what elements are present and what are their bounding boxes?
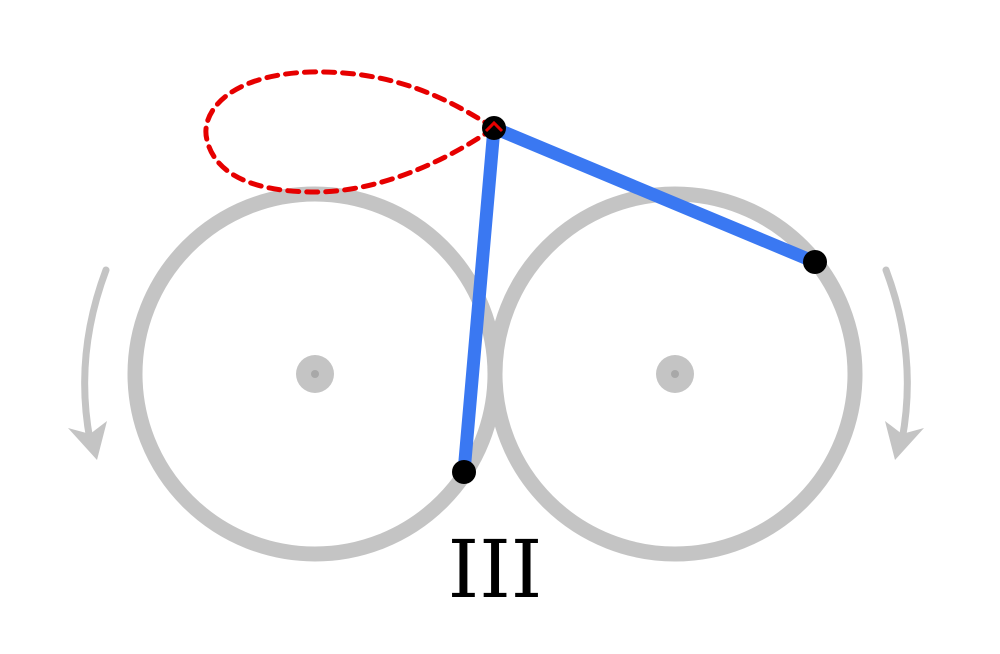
joints [452, 116, 827, 484]
right-arrow-shaft [882, 266, 911, 444]
left-arrow-shaft [81, 266, 110, 444]
apex-trace-marker [484, 120, 504, 133]
curved-arrow-down-icon [882, 266, 924, 460]
left-wheel [127, 186, 503, 562]
panel-label: III [448, 523, 543, 616]
right-wheel-rim [487, 186, 863, 562]
linkage [457, 121, 822, 479]
left-wheel-axle [311, 370, 319, 378]
trace-path [203, 69, 499, 195]
linkage-bar-right [487, 121, 822, 269]
curved-arrow-down-icon [68, 266, 110, 460]
right-wheel-axle [671, 370, 679, 378]
left-arrow-head [68, 421, 107, 460]
linkage-bar-left [457, 121, 501, 479]
right-wheel-joint [803, 250, 827, 274]
left-wheel-joint [452, 460, 476, 484]
right-wheel [487, 186, 863, 562]
apex-joint [482, 116, 506, 140]
right-arrow-head [885, 421, 924, 460]
